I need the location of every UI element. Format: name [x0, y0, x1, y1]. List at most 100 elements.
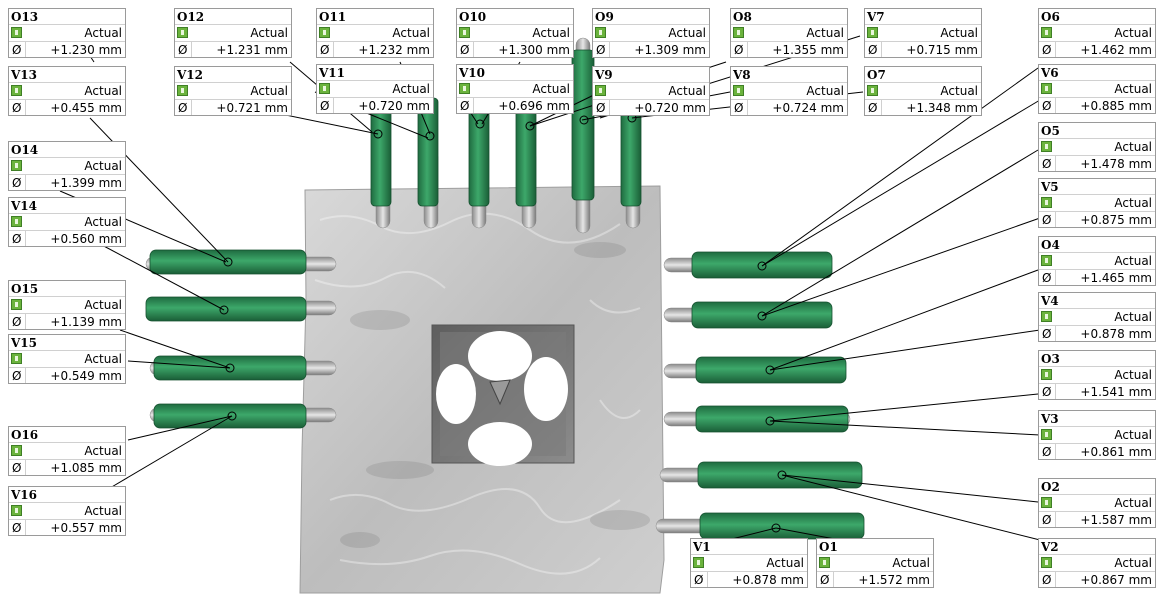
- actual-label: Actual: [392, 26, 430, 40]
- callout-O6[interactable]: O6 Actual Ø+1.462 mm: [1038, 8, 1156, 58]
- callout-O11[interactable]: O11 Actual Ø+1.232 mm: [316, 8, 434, 58]
- diameter-symbol: Ø: [596, 43, 606, 57]
- callout-title: O8: [731, 9, 847, 25]
- status-indicator-icon: [1041, 197, 1052, 208]
- callout-V11[interactable]: V11 Actual Ø+0.720 mm: [316, 64, 434, 114]
- callout-title: O5: [1039, 123, 1155, 139]
- callout-V13[interactable]: V13 Actual Ø+0.455 mm: [8, 66, 126, 116]
- callout-title: O4: [1039, 237, 1155, 253]
- diameter-symbol: Ø: [820, 573, 830, 587]
- hole-top: [468, 331, 532, 381]
- callout-O3[interactable]: O3 Actual Ø+1.541 mm: [1038, 350, 1156, 400]
- callout-V2[interactable]: V2 Actual Ø+0.867 mm: [1038, 538, 1156, 588]
- diameter-symbol: Ø: [460, 99, 470, 113]
- callout-title: V5: [1039, 179, 1155, 195]
- actual-label: Actual: [84, 504, 122, 518]
- callout-V3[interactable]: V3 Actual Ø+0.861 mm: [1038, 410, 1156, 460]
- callout-V1[interactable]: V1 Actual Ø+0.878 mm: [690, 538, 808, 588]
- deviation-value: +0.885 mm: [1080, 99, 1152, 113]
- callout-O7[interactable]: O7 Actual Ø+1.348 mm: [864, 66, 982, 116]
- status-indicator-icon: [177, 27, 188, 38]
- callout-O9[interactable]: O9 Actual Ø+1.309 mm: [592, 8, 710, 58]
- callout-O8[interactable]: O8 Actual Ø+1.355 mm: [730, 8, 848, 58]
- actual-label: Actual: [1114, 140, 1152, 154]
- actual-label: Actual: [1114, 496, 1152, 510]
- actual-label: Actual: [532, 26, 570, 40]
- deviation-value: +0.861 mm: [1080, 445, 1152, 459]
- actual-label: Actual: [250, 26, 288, 40]
- deviation-value: +1.541 mm: [1080, 385, 1152, 399]
- status-indicator-icon: [819, 557, 830, 568]
- status-indicator-icon: [11, 353, 22, 364]
- diameter-symbol: Ø: [1042, 157, 1052, 171]
- diameter-symbol: Ø: [1042, 445, 1052, 459]
- status-indicator-icon: [867, 85, 878, 96]
- callout-O12[interactable]: O12 Actual Ø+1.231 mm: [174, 8, 292, 58]
- callout-V5[interactable]: V5 Actual Ø+0.875 mm: [1038, 178, 1156, 228]
- callout-title: V2: [1039, 539, 1155, 555]
- callout-O5[interactable]: O5 Actual Ø +1.478 mm: [1038, 122, 1156, 172]
- deviation-value: +0.549 mm: [50, 369, 122, 383]
- callout-O2[interactable]: O2 Actual Ø+1.587 mm: [1038, 478, 1156, 528]
- cylinders-right: [691, 251, 865, 540]
- callout-V6[interactable]: V6 Actual Ø+0.885 mm: [1038, 64, 1156, 114]
- status-indicator-icon: [11, 299, 22, 310]
- actual-label: Actual: [806, 26, 844, 40]
- callout-O16[interactable]: O16 Actual Ø+1.085 mm: [8, 426, 126, 476]
- diameter-symbol: Ø: [12, 369, 22, 383]
- deviation-value: +0.720 mm: [358, 99, 430, 113]
- callout-V8[interactable]: V8 Actual Ø+0.724 mm: [730, 66, 848, 116]
- actual-label: Actual: [1114, 254, 1152, 268]
- status-indicator-icon: [1041, 255, 1052, 266]
- callout-O14[interactable]: O14 Actual Ø+1.399 mm: [8, 141, 126, 191]
- callout-title: O1: [817, 539, 933, 555]
- callout-title: V4: [1039, 293, 1155, 309]
- diameter-symbol: Ø: [868, 101, 878, 115]
- callout-V9[interactable]: V9 Actual Ø+0.720 mm: [592, 66, 710, 116]
- callout-O10[interactable]: O10 Actual Ø+1.300 mm: [456, 8, 574, 58]
- actual-label: Actual: [668, 26, 706, 40]
- deviation-value: +0.557 mm: [50, 521, 122, 535]
- callout-V12[interactable]: V12 Actual Ø+0.721 mm: [174, 66, 292, 116]
- status-indicator-icon: [1041, 27, 1052, 38]
- actual-label: Actual: [1114, 310, 1152, 324]
- diameter-symbol: Ø: [1042, 43, 1052, 57]
- callout-title: V15: [9, 335, 125, 351]
- callout-title: V11: [317, 65, 433, 81]
- callout-V7[interactable]: V7 Actual Ø+0.715 mm: [864, 8, 982, 58]
- status-indicator-icon: [177, 85, 188, 96]
- diameter-symbol: Ø: [1042, 271, 1052, 285]
- callout-title: V1: [691, 539, 807, 555]
- callout-O13[interactable]: O13 Actual Ø+1.230 mm: [8, 8, 126, 58]
- callout-O4[interactable]: O4 Actual Ø+1.465 mm: [1038, 236, 1156, 286]
- status-indicator-icon: [11, 505, 22, 516]
- status-indicator-icon: [693, 557, 704, 568]
- deviation-value: +1.587 mm: [1080, 513, 1152, 527]
- callout-O15[interactable]: O15 Actual Ø+1.139 mm: [8, 280, 126, 330]
- callout-title: V14: [9, 198, 125, 214]
- callout-V10[interactable]: V10 Actual Ø+0.696 mm: [456, 64, 574, 114]
- callout-V15[interactable]: V15 Actual Ø+0.549 mm: [8, 334, 126, 384]
- callout-title: V12: [175, 67, 291, 83]
- status-indicator-icon: [1041, 557, 1052, 568]
- diameter-symbol: Ø: [12, 176, 22, 190]
- callout-V4[interactable]: V4 Actual Ø+0.878 mm: [1038, 292, 1156, 342]
- leader-anchor-points: [219, 113, 787, 533]
- diameter-symbol: Ø: [460, 43, 470, 57]
- diameter-symbol: Ø: [12, 43, 22, 57]
- actual-label: Actual: [1114, 428, 1152, 442]
- deviation-value: +1.478 mm: [1080, 157, 1152, 171]
- callout-V14[interactable]: V14 Actual Ø+0.560 mm: [8, 197, 126, 247]
- deviation-value: +1.355 mm: [772, 43, 844, 57]
- deviation-value: +1.231 mm: [216, 43, 288, 57]
- status-indicator-icon: [319, 83, 330, 94]
- callout-O1[interactable]: O1 Actual Ø+1.572 mm: [816, 538, 934, 588]
- callout-title: V7: [865, 9, 981, 25]
- callout-title: O16: [9, 427, 125, 443]
- hole-bottom: [468, 422, 532, 466]
- actual-label: Actual: [84, 444, 122, 458]
- deviation-value: +0.875 mm: [1080, 213, 1152, 227]
- deviation-value: +0.715 mm: [906, 43, 978, 57]
- callout-V16[interactable]: V16 Actual Ø+0.557 mm: [8, 486, 126, 536]
